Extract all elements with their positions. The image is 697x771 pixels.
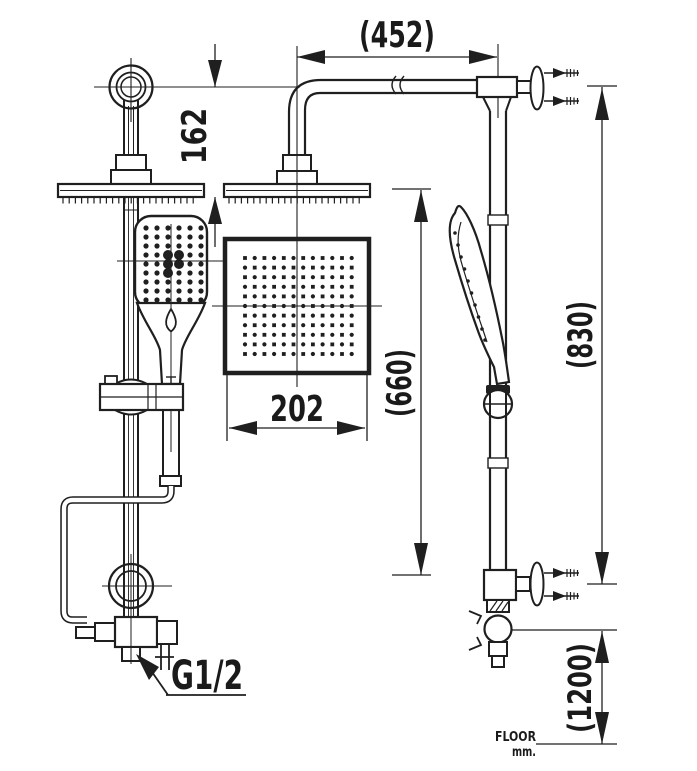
mounting-screw bbox=[544, 568, 579, 578]
mounting-screw bbox=[544, 591, 579, 601]
dimension-660: (660) bbox=[380, 188, 431, 576]
dimension-452: (452) bbox=[297, 15, 497, 64]
hose-nut bbox=[159, 475, 182, 487]
mounting-screw bbox=[544, 68, 579, 78]
front-view: G1/2 bbox=[56, 58, 246, 699]
dim-202-label: 202 bbox=[270, 389, 324, 430]
top-wall-flange bbox=[94, 58, 168, 122]
dim-660-label: (660) bbox=[380, 349, 420, 417]
spray-edge-dots bbox=[453, 231, 487, 342]
slider-bracket bbox=[98, 375, 185, 416]
dimension-162: 162 bbox=[175, 44, 222, 247]
g12-annotation: G1/2 bbox=[136, 653, 246, 699]
thread-size-label: G1/2 bbox=[171, 653, 243, 699]
valve-lever bbox=[468, 610, 483, 625]
wall-bracket-top bbox=[475, 65, 579, 112]
bottom-valve bbox=[468, 599, 513, 668]
hand-shower-side bbox=[448, 204, 514, 420]
dimension-1200: (1200) bbox=[512, 629, 617, 745]
pipe-break-mark bbox=[391, 75, 397, 95]
dim-162-label: 162 bbox=[175, 108, 215, 164]
dim-452-label: (452) bbox=[359, 15, 435, 56]
dimension-830: (830) bbox=[561, 85, 617, 585]
dim-1200-label: (1200) bbox=[561, 643, 599, 733]
dimension-202: 202 bbox=[226, 375, 368, 441]
overhead-shower-edge-left bbox=[56, 182, 206, 204]
spray-nozzle-teeth bbox=[62, 197, 194, 204]
floor-note: FLOOR mm. bbox=[495, 729, 536, 760]
spray-nozzle-teeth bbox=[228, 197, 360, 204]
shower-hose bbox=[60, 486, 175, 624]
overhead-spray-dot-grid bbox=[242, 255, 354, 357]
hand-shower-front bbox=[117, 214, 226, 487]
ceiling-drop-pipe bbox=[110, 100, 152, 185]
dim-830-label: (830) bbox=[561, 301, 601, 369]
overhead-shower-top-view bbox=[212, 46, 382, 387]
mounting-screw bbox=[544, 96, 579, 106]
hand-shower-spray-dots bbox=[143, 225, 204, 303]
side-view bbox=[448, 44, 579, 668]
arm-and-head-view bbox=[166, 46, 477, 387]
floor-label: FLOOR bbox=[495, 729, 536, 745]
mixer-valve bbox=[75, 554, 178, 670]
valve-lever bbox=[468, 636, 483, 651]
floor-units-label: mm. bbox=[512, 744, 536, 760]
handle-hang-hole bbox=[165, 307, 177, 333]
pipe-break-mark bbox=[399, 75, 405, 95]
